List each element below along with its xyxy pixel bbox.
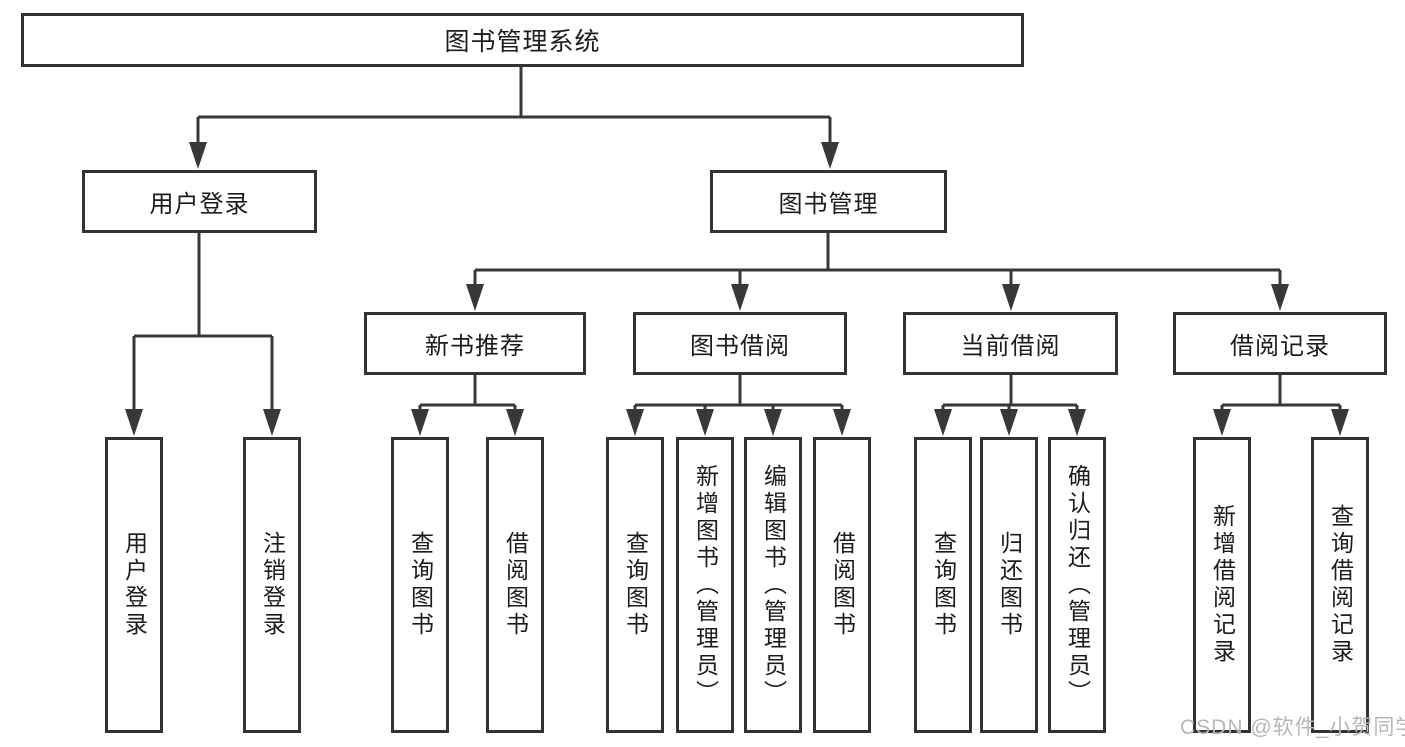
node-root-label: 图书管理系统	[444, 28, 601, 56]
leaf-newbook-query-books: 查询图书	[391, 437, 449, 733]
leaf-current-return-books: 归还图书	[980, 437, 1038, 733]
leaf-logout: 注销登录	[243, 437, 301, 733]
leaf-borrow-query-books: 查询图书	[606, 437, 664, 733]
node-book-management-label: 图书管理	[778, 191, 879, 218]
arrow-down-icon	[626, 409, 644, 436]
leaf-borrow-borrow-books-label: 借阅图书	[829, 531, 856, 639]
arrow-down-icon	[189, 142, 207, 169]
leaf-records-query-record-label: 查询借阅记录	[1327, 504, 1354, 666]
leaf-borrow-add-books-admin: 新增图书（管理员）	[676, 437, 734, 733]
leaf-records-query-record: 查询借阅记录	[1311, 437, 1369, 733]
leaf-borrow-borrow-books: 借阅图书	[813, 437, 871, 733]
arrow-down-icon	[1271, 284, 1289, 311]
node-borrow-records: 借阅记录	[1173, 312, 1387, 375]
leaf-records-add-record: 新增借阅记录	[1193, 437, 1251, 733]
arrow-down-icon	[934, 409, 952, 436]
node-current-borrow: 当前借阅	[903, 312, 1118, 375]
leaf-borrow-add-books-admin-label: 新增图书（管理员）	[692, 463, 719, 707]
node-borrow-records-label: 借阅记录	[1230, 333, 1330, 360]
leaf-current-confirm-return-admin-label: 确认归还（管理员）	[1064, 463, 1091, 707]
node-user-login-label: 用户登录	[149, 191, 250, 218]
leaf-current-query-books: 查询图书	[914, 437, 972, 733]
node-book-borrow: 图书借阅	[633, 312, 847, 375]
leaf-current-return-books-label: 归还图书	[996, 531, 1023, 639]
arrow-down-icon	[263, 409, 281, 436]
leaf-user-login-label: 用户登录	[121, 531, 148, 639]
leaf-records-add-record-label: 新增借阅记录	[1209, 504, 1236, 666]
csdn-watermark: CSDN @软件_小贺同学	[1180, 716, 1405, 739]
leaf-newbook-borrow-books: 借阅图书	[486, 437, 544, 733]
node-user-login: 用户登录	[82, 170, 317, 233]
arrowhead-icons	[125, 142, 1349, 436]
leaf-current-confirm-return-admin: 确认归还（管理员）	[1048, 437, 1106, 733]
node-book-management: 图书管理	[710, 170, 947, 233]
arrow-down-icon	[506, 409, 524, 436]
arrow-down-icon	[821, 142, 839, 169]
arrow-down-icon	[125, 409, 143, 436]
leaf-borrow-query-books-label: 查询图书	[622, 531, 649, 639]
node-new-book-recommend: 新书推荐	[364, 312, 586, 375]
node-new-book-recommend-label: 新书推荐	[425, 333, 525, 360]
arrow-down-icon	[764, 409, 782, 436]
arrow-down-icon	[833, 409, 851, 436]
arrow-down-icon	[696, 409, 714, 436]
node-book-borrow-label: 图书借阅	[690, 333, 790, 360]
leaf-newbook-borrow-books-label: 借阅图书	[502, 531, 529, 639]
arrow-down-icon	[411, 409, 429, 436]
leaf-borrow-edit-books-admin: 编辑图书（管理员）	[744, 437, 802, 733]
leaf-logout-label: 注销登录	[259, 531, 286, 639]
leaf-newbook-query-books-label: 查询图书	[407, 531, 434, 639]
arrow-down-icon	[1000, 409, 1018, 436]
leaf-borrow-edit-books-admin-label: 编辑图书（管理员）	[760, 463, 787, 707]
arrow-down-icon	[1002, 284, 1020, 311]
leaf-current-query-books-label: 查询图书	[930, 531, 957, 639]
leaf-user-login: 用户登录	[105, 437, 163, 733]
arrow-down-icon	[1331, 409, 1349, 436]
node-current-borrow-label: 当前借阅	[960, 333, 1061, 360]
arrow-down-icon	[1213, 409, 1231, 436]
arrow-down-icon	[1068, 409, 1086, 436]
node-root: 图书管理系统	[21, 13, 1024, 67]
arrow-down-icon	[731, 284, 749, 311]
arrow-down-icon	[466, 284, 484, 311]
